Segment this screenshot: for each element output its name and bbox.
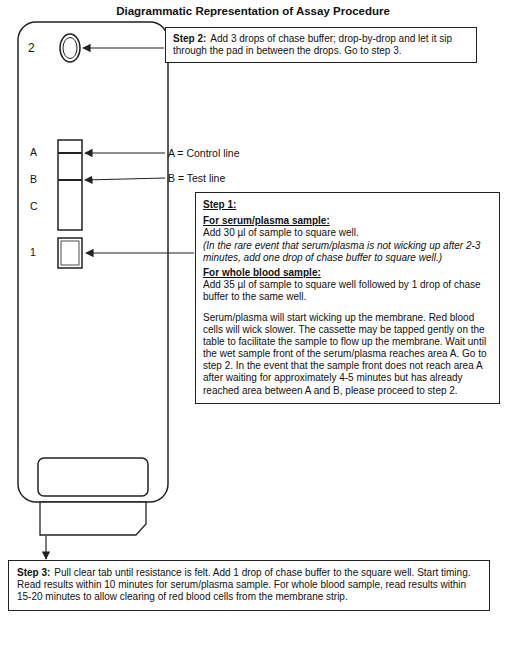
callout-letter: 2 [28, 41, 35, 55]
test-line [58, 179, 82, 181]
callout-letter: B [30, 173, 37, 185]
step-text: Add 30 µl of sample to square well. [203, 227, 492, 239]
step-box: Step 3:Pull clear tab until resistance i… [8, 560, 490, 611]
leader-arrow [86, 252, 194, 253]
lower-window [38, 458, 148, 496]
diagram-title: Diagrammatic Representation of Assay Pro… [0, 5, 506, 17]
step-text: For serum/plasma sample: [203, 215, 492, 227]
control-line [58, 152, 82, 154]
result-window [58, 140, 82, 230]
callout-letter: A [30, 146, 37, 158]
pull-tab [40, 502, 146, 535]
step-text: Pull clear tab until resistance is felt.… [17, 567, 471, 602]
leader-arrow [85, 152, 165, 153]
step-heading: Step 1: [203, 199, 492, 211]
buffer-well [60, 34, 80, 62]
step-heading: Step 3: [17, 567, 50, 578]
callout-text: A = Control line [168, 147, 240, 159]
step-text: Add 35 µl of sample to square well follo… [203, 279, 492, 303]
callout-letter: 1 [30, 246, 36, 258]
sample-well-inner [61, 241, 79, 265]
step-text: For whole blood sample: [203, 267, 492, 279]
leader-arrow [85, 178, 165, 180]
leader-arrow [83, 47, 164, 48]
step-box: Step 2:Add 3 drops of chase buffer; drop… [165, 27, 477, 63]
buffer-well-inner [63, 38, 77, 59]
callout-text: B = Test line [168, 172, 225, 184]
step-heading: Step 2: [173, 33, 206, 44]
step-text: Add 3 drops of chase buffer; drop-by-dro… [173, 33, 452, 56]
cassette-body [18, 22, 168, 502]
step-box: Step 1: For serum/plasma sample:Add 30 µl… [195, 192, 500, 404]
callout-letter: C [30, 200, 38, 212]
sample-well [58, 238, 82, 268]
step-text: Serum/plasma will start wicking up the m… [203, 312, 492, 397]
leader-arrow [45, 536, 46, 559]
step-text: (In the rare event that serum/plasma is … [203, 240, 492, 264]
